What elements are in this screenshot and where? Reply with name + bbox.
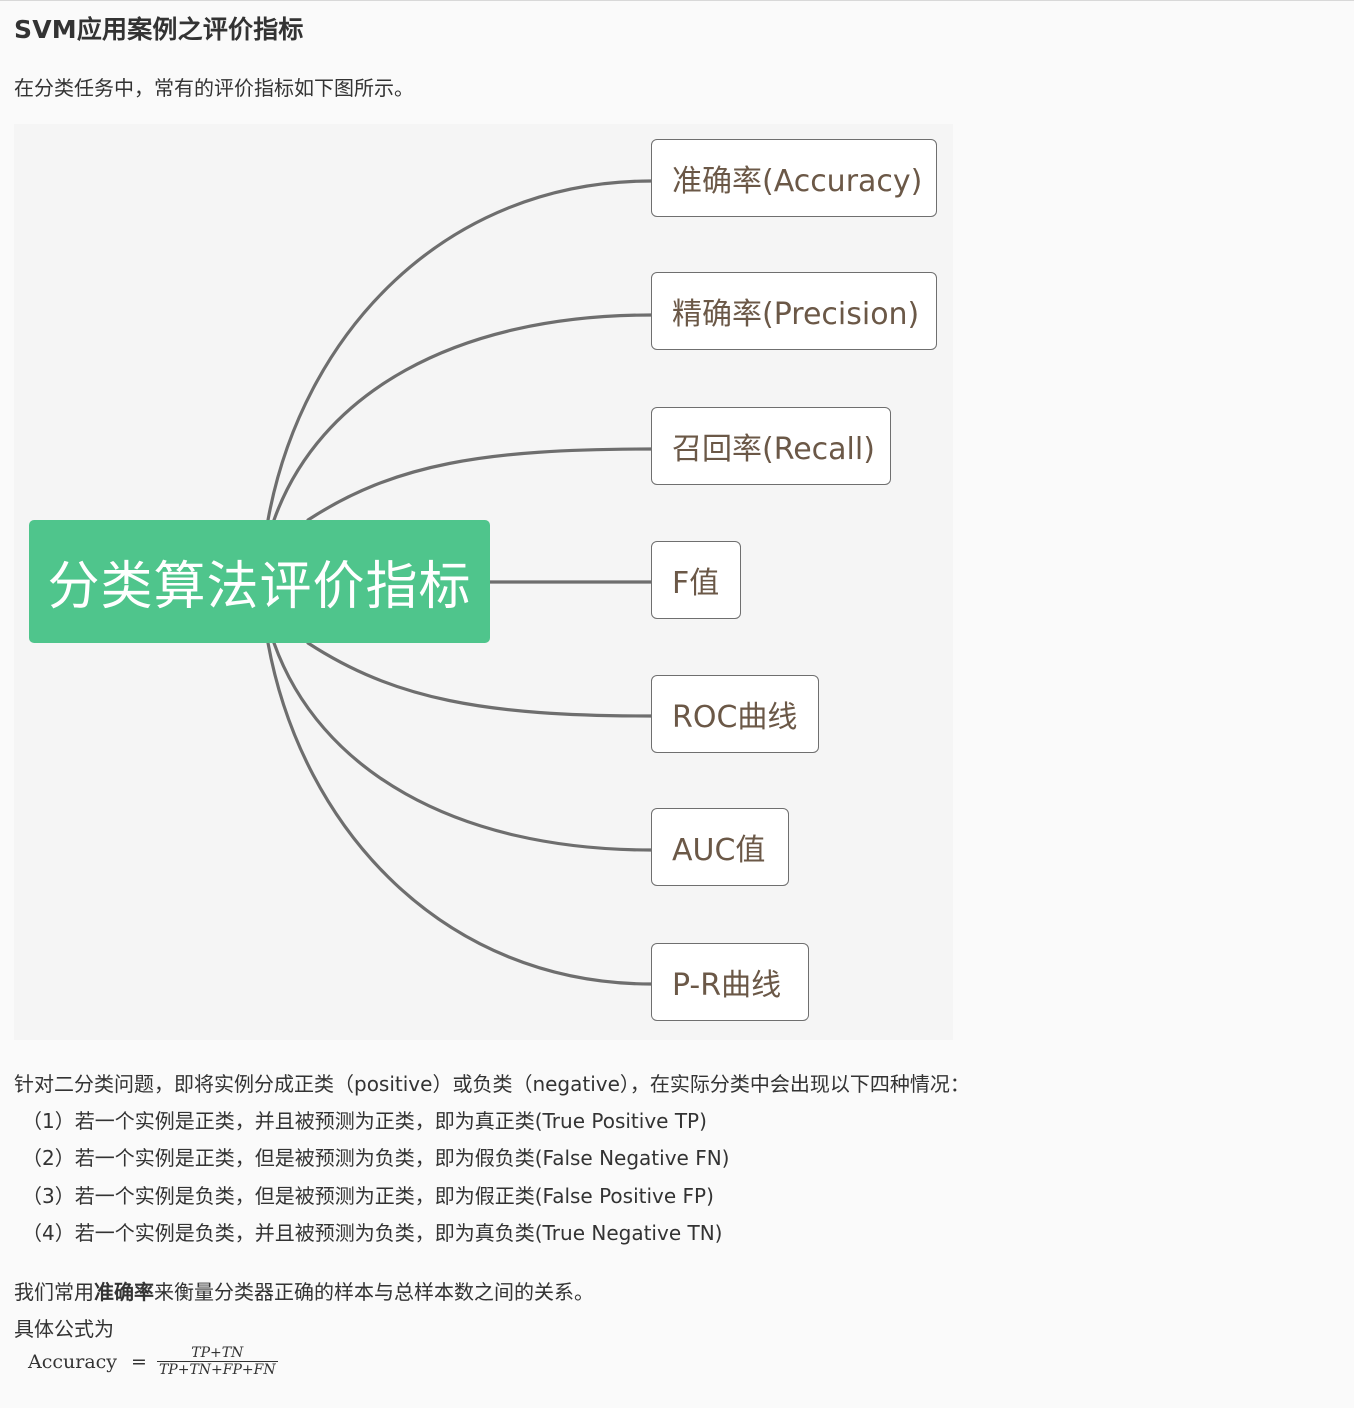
leaf-node-auc-value: AUC值 bbox=[651, 808, 789, 886]
case-item-tp: （1）若一个实例是正类，并且被预测为正类，即为真正类(True Positive… bbox=[22, 1109, 707, 1133]
formula-denominator: TP+TN+FP+FN bbox=[156, 1361, 278, 1378]
metrics-mindmap: 分类算法评价指标 准确率(Accuracy) 精确率(Precision) 召回… bbox=[14, 124, 953, 1040]
mindmap-connectors bbox=[266, 179, 653, 986]
accuracy-text-pre: 我们常用 bbox=[14, 1280, 94, 1304]
formula-lhs: Accuracy bbox=[28, 1350, 118, 1373]
formula-fraction: TP+TN TP+TN+FP+FN bbox=[156, 1345, 278, 1378]
accuracy-term: 准确率 bbox=[94, 1280, 154, 1304]
top-divider bbox=[0, 0, 1354, 1]
connector-roc bbox=[306, 641, 653, 718]
leaf-node-pr-curve: P-R曲线 bbox=[651, 943, 809, 1021]
case-item-fp: （3）若一个实例是负类，但是被预测为正类，即为假正类(False Positiv… bbox=[22, 1184, 714, 1208]
accuracy-text-post: 来衡量分类器正确的样本与总样本数之间的关系。 bbox=[154, 1280, 594, 1304]
formula-numerator: TP+TN bbox=[191, 1345, 244, 1361]
formula-equals: = bbox=[131, 1350, 147, 1373]
intro-text: 在分类任务中，常有的评价指标如下图所示。 bbox=[14, 76, 414, 100]
connector-auc bbox=[272, 641, 653, 852]
connector-accuracy bbox=[266, 179, 653, 522]
binary-classification-intro: 针对二分类问题，即将实例分成正类（positive）或负类（negative），… bbox=[14, 1072, 970, 1096]
connector-pr bbox=[266, 641, 653, 986]
formula-intro: 具体公式为 bbox=[14, 1317, 114, 1341]
leaf-node-precision: 精确率(Precision) bbox=[651, 272, 937, 350]
leaf-node-recall: 召回率(Recall) bbox=[651, 407, 891, 485]
leaf-node-accuracy: 准确率(Accuracy) bbox=[651, 139, 937, 217]
root-node: 分类算法评价指标 bbox=[29, 520, 490, 643]
case-item-tn: （4）若一个实例是负类，并且被预测为负类，即为真负类(True Negative… bbox=[22, 1221, 723, 1245]
accuracy-description: 我们常用准确率来衡量分类器正确的样本与总样本数之间的关系。 bbox=[14, 1276, 594, 1305]
leaf-node-f-value: F值 bbox=[651, 541, 741, 619]
page-title: SVM应用案例之评价指标 bbox=[14, 15, 304, 44]
accuracy-formula: Accuracy = TP+TN TP+TN+FP+FN bbox=[28, 1346, 278, 1377]
connector-precision bbox=[272, 313, 653, 522]
leaf-node-roc-curve: ROC曲线 bbox=[651, 675, 819, 753]
case-item-fn: （2）若一个实例是正类，但是被预测为负类，即为假负类(False Negativ… bbox=[22, 1146, 730, 1170]
connector-recall bbox=[306, 447, 653, 522]
